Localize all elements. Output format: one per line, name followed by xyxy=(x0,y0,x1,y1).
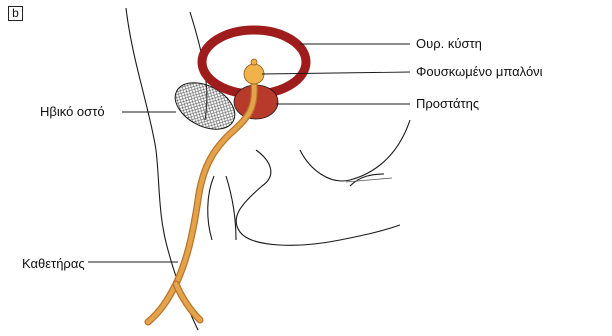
catheter-label: Καθετήρας xyxy=(22,256,85,272)
prostate-label: Προστάτης xyxy=(416,96,479,112)
inflated-balloon-shape xyxy=(244,64,264,84)
balloon-label: Φουσκωμένο μπαλόνι xyxy=(416,64,543,80)
balloon-tip xyxy=(251,59,257,65)
body-outline xyxy=(126,8,410,330)
pubic-bone-label: Ηβικό οστό xyxy=(40,104,105,120)
panel-letter: b xyxy=(8,6,23,21)
bladder-label: Ουρ. κύστη xyxy=(416,36,482,52)
